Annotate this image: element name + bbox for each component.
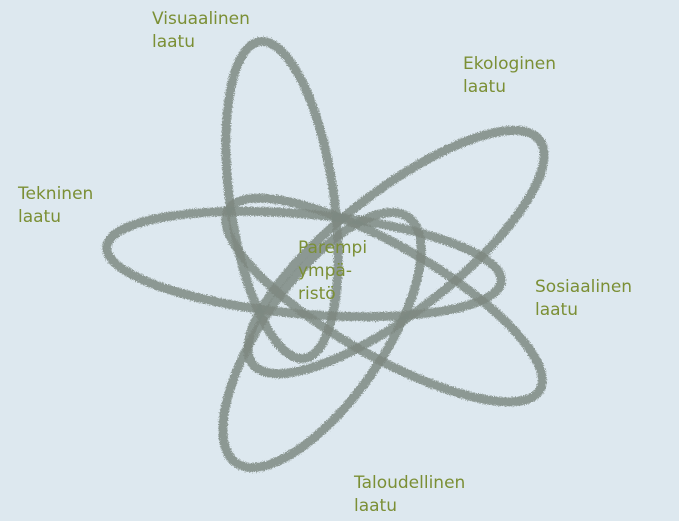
- label-line: laatu: [354, 495, 465, 518]
- label-taloudellinen-laatu: Taloudellinen laatu: [354, 472, 465, 518]
- label-line: Visuaalinen: [152, 8, 250, 31]
- center-label-line: ristö: [298, 283, 367, 306]
- label-line: laatu: [463, 76, 556, 99]
- label-line: Sosiaalinen: [535, 276, 632, 299]
- label-tekninen-laatu: Tekninen laatu: [18, 183, 93, 229]
- label-line: Ekologinen: [463, 53, 556, 76]
- label-line: Taloudellinen: [354, 472, 465, 495]
- label-line: laatu: [152, 31, 250, 54]
- label-sosiaalinen-laatu: Sosiaalinen laatu: [535, 276, 632, 322]
- label-ekologinen-laatu: Ekologinen laatu: [463, 53, 556, 99]
- label-line: laatu: [535, 299, 632, 322]
- center-label-line: Parempi: [298, 237, 367, 260]
- label-visuaalinen-laatu: Visuaalinen laatu: [152, 8, 250, 54]
- label-line: Tekninen: [18, 183, 93, 206]
- center-label-parempi-ymparisto: Parempi ympä- ristö: [298, 237, 367, 306]
- label-line: laatu: [18, 206, 93, 229]
- center-label-line: ympä-: [298, 260, 367, 283]
